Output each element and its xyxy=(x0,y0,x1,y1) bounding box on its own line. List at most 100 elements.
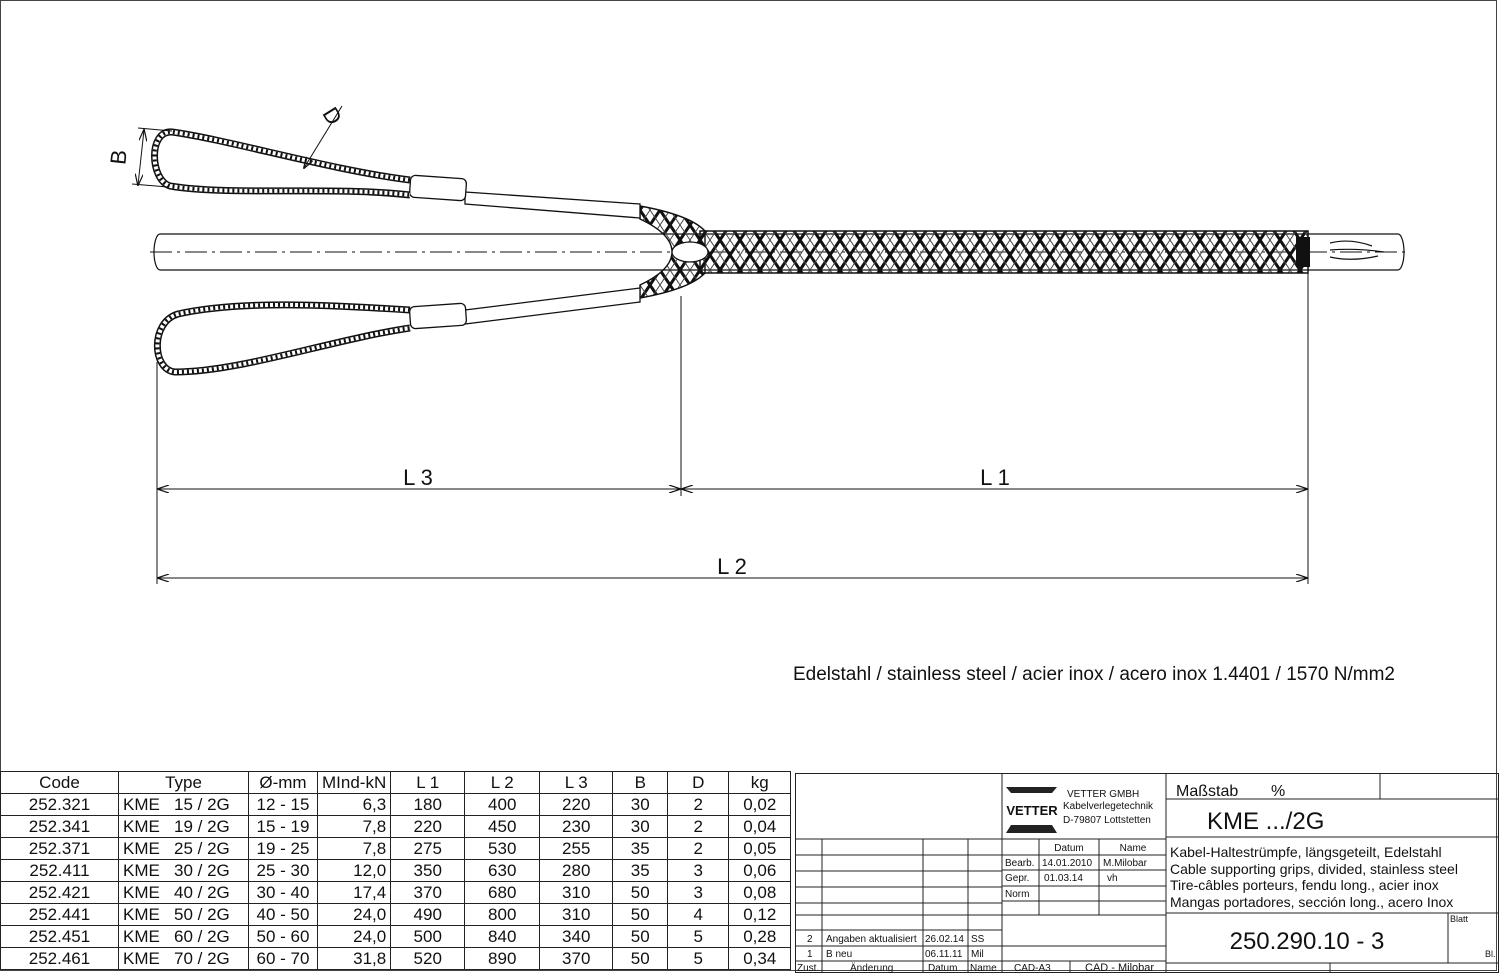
table-cell: 30 xyxy=(612,793,669,816)
revision-2-text: Angaben aktualisiert xyxy=(826,934,917,945)
table-cell: 370 xyxy=(390,881,466,904)
label-l3: L 3 xyxy=(403,465,433,490)
drawing-number: 250.290.10 - 3 xyxy=(1230,928,1385,955)
table-cell: 490 xyxy=(390,903,466,926)
table-cell: 50 - 60 xyxy=(248,925,318,948)
table-cell: 7,8 xyxy=(316,837,392,860)
label-l1: L 1 xyxy=(980,465,1010,490)
table-cell: 2 xyxy=(667,793,730,816)
revision-2-number: 2 xyxy=(807,934,813,945)
table-cell: 252.461 xyxy=(0,947,119,970)
table-cell: 24,0 xyxy=(316,925,392,948)
table-cell: 255 xyxy=(539,837,614,860)
bearb-date: 14.01.2010 xyxy=(1042,858,1092,869)
table-cell: 50 xyxy=(612,903,669,926)
table-cell: 840 xyxy=(464,925,541,948)
bl-label: Bl. xyxy=(1485,949,1496,959)
table-cell: 252.371 xyxy=(0,837,119,860)
dimension-d: D xyxy=(304,103,347,168)
table-cell: 0,04 xyxy=(728,815,792,838)
table-cell: 230 xyxy=(539,815,614,838)
table-cell: 252.441 xyxy=(0,903,119,926)
table-cell: 450 xyxy=(464,815,541,838)
table-cell: 3 xyxy=(667,859,730,882)
revision-1-date: 06.11.11 xyxy=(925,949,963,960)
name-label: Name xyxy=(970,963,997,973)
parts-table: Code Type Ø-mm MInd-kN L 1 L 2 L 3 B D k… xyxy=(0,771,792,970)
bearb-label: Bearb. xyxy=(1005,858,1034,869)
description-de: Kabel-Haltestrümpfe, längsgeteilt, Edels… xyxy=(1170,844,1442,860)
column-header: B xyxy=(612,771,669,794)
scale-unit: % xyxy=(1271,783,1285,800)
table-cell: 220 xyxy=(539,793,614,816)
table-cell: 50 xyxy=(612,881,669,904)
label-d: D xyxy=(318,103,348,130)
table-cell: 12,0 xyxy=(316,859,392,882)
norm-label: Norm xyxy=(1005,889,1029,900)
table-cell: 252.341 xyxy=(0,815,119,838)
table-cell: 25 - 30 xyxy=(248,859,318,882)
revision-1-number: 1 xyxy=(807,949,813,960)
table-cell: 252.321 xyxy=(0,793,119,816)
column-header: kg xyxy=(728,771,792,794)
table-cell: 0,34 xyxy=(728,947,792,970)
column-header: Code xyxy=(0,771,119,794)
revision-1-text: B neu xyxy=(826,949,852,960)
table-cell: 252.411 xyxy=(0,859,119,882)
company-logo: VETTER xyxy=(1006,787,1058,833)
cad-author: CAD - Milobar xyxy=(1085,962,1154,973)
braided-grip-body xyxy=(639,205,1310,299)
column-header: MInd-kN xyxy=(316,771,392,794)
table-cell: 0,05 xyxy=(728,837,792,860)
table-cell: 5 xyxy=(667,925,730,948)
table-cell: 7,8 xyxy=(316,815,392,838)
company-name: VETTER GMBH xyxy=(1067,789,1139,800)
table-cell: 31,8 xyxy=(316,947,392,970)
blatt-label: Blatt xyxy=(1450,914,1469,924)
table-cell: 400 xyxy=(464,793,541,816)
logo-text: VETTER xyxy=(1006,803,1058,818)
table-cell: 30 xyxy=(612,815,669,838)
table-cell: 310 xyxy=(539,903,614,926)
table-cell: 50 xyxy=(612,925,669,948)
table-cell: 0,08 xyxy=(728,881,792,904)
column-header: L 3 xyxy=(539,771,614,794)
table-cell: 35 xyxy=(612,837,669,860)
table-cell: 30 - 40 xyxy=(248,881,318,904)
table-cell: 275 xyxy=(390,837,466,860)
table-cell: 890 xyxy=(464,947,541,970)
table-cell: KME 70 / 2G xyxy=(118,947,249,970)
aenderung-label: Änderung xyxy=(850,962,893,973)
name-header: Name xyxy=(1120,843,1147,854)
table-cell: KME 19 / 2G xyxy=(118,815,249,838)
lower-loop-leg xyxy=(153,287,641,376)
table-cell: KME 25 / 2G xyxy=(118,837,249,860)
description-en: Cable supporting grips, divided, stainle… xyxy=(1170,861,1458,877)
table-cell: KME 15 / 2G xyxy=(118,793,249,816)
table-cell: 252.451 xyxy=(0,925,119,948)
company-line3: D-79807 Lottstetten xyxy=(1063,815,1151,826)
table-cell: 24,0 xyxy=(316,903,392,926)
column-header: L 1 xyxy=(390,771,466,794)
description-fr: Tire-câbles porteurs, fendu long., acier… xyxy=(1170,877,1439,893)
table-cell: 5 xyxy=(667,947,730,970)
gepr-date: 01.03.14 xyxy=(1044,873,1083,884)
column-header: L 2 xyxy=(464,771,541,794)
table-cell: 500 xyxy=(390,925,466,948)
table-cell: 15 - 19 xyxy=(248,815,318,838)
table-cell: 19 - 25 xyxy=(248,837,318,860)
table-cell: 35 xyxy=(612,859,669,882)
table-cell: KME 60 / 2G xyxy=(118,925,249,948)
table-cell: 3 xyxy=(667,881,730,904)
table-cell: 520 xyxy=(390,947,466,970)
table-cell: 40 - 50 xyxy=(248,903,318,926)
material-note: Edelstahl / stainless steel / acier inox… xyxy=(793,664,1395,685)
table-cell: 60 - 70 xyxy=(248,947,318,970)
cable-grip-drawing: B D L 3 L 1 L 2 xyxy=(105,103,1410,584)
